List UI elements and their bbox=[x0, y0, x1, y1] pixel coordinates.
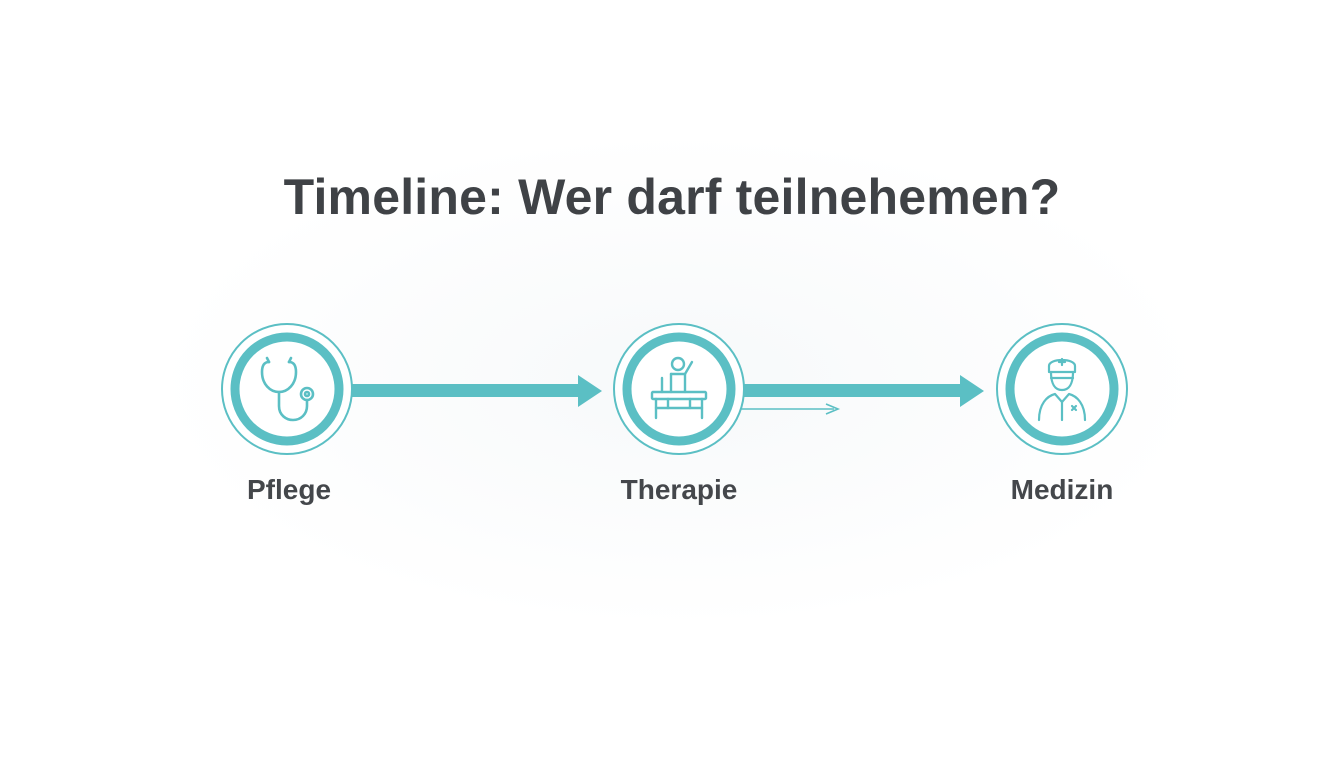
stethoscope-icon bbox=[260, 356, 315, 422]
timeline-node-therapie bbox=[612, 322, 746, 456]
timeline-node-medizin bbox=[995, 322, 1129, 456]
arrow-connector-2 bbox=[738, 375, 984, 415]
node-label-medizin: Medizin bbox=[1010, 474, 1114, 505]
arrow-connector-1 bbox=[348, 375, 602, 407]
node-label-therapie: Therapie bbox=[620, 474, 738, 505]
doctor-icon bbox=[1037, 357, 1087, 422]
node-label-pflege: Pflege bbox=[246, 474, 332, 505]
therapy-person-table-icon bbox=[650, 356, 708, 420]
diagram-title: Timeline: Wer darf teilnehemen? bbox=[283, 169, 1061, 225]
timeline-node-pflege bbox=[220, 322, 354, 456]
